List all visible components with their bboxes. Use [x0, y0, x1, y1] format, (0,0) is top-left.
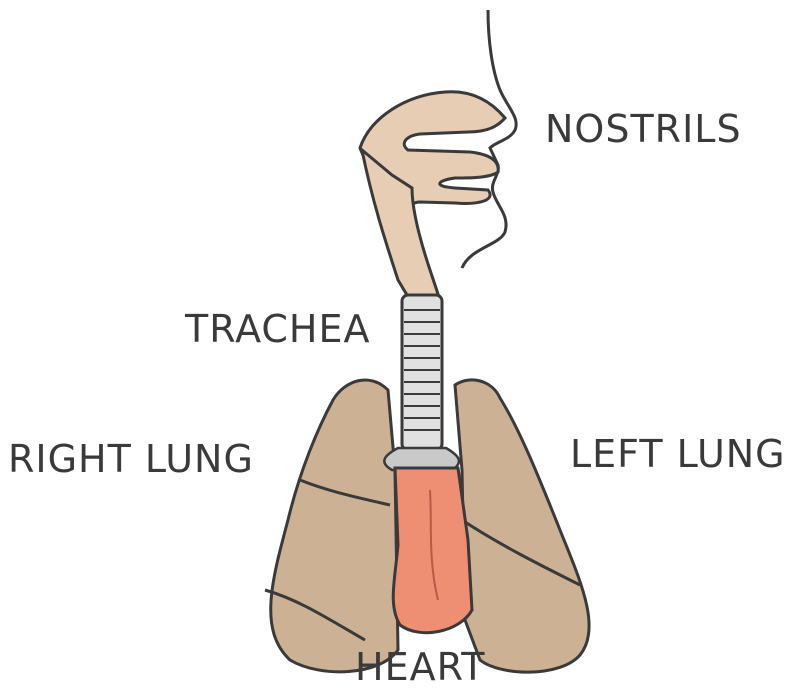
left-lung-label: LEFT LUNG — [570, 435, 785, 473]
trachea — [402, 295, 442, 450]
trachea-label: TRACHEA — [185, 310, 371, 348]
right-lung — [271, 380, 398, 672]
face-profile — [462, 10, 516, 268]
heart-label: HEART — [355, 648, 485, 686]
heart — [393, 468, 472, 633]
right-lung-label: RIGHT LUNG — [8, 440, 254, 478]
left-lung — [455, 380, 589, 672]
nostrils-label: NOSTRILS — [545, 110, 742, 148]
